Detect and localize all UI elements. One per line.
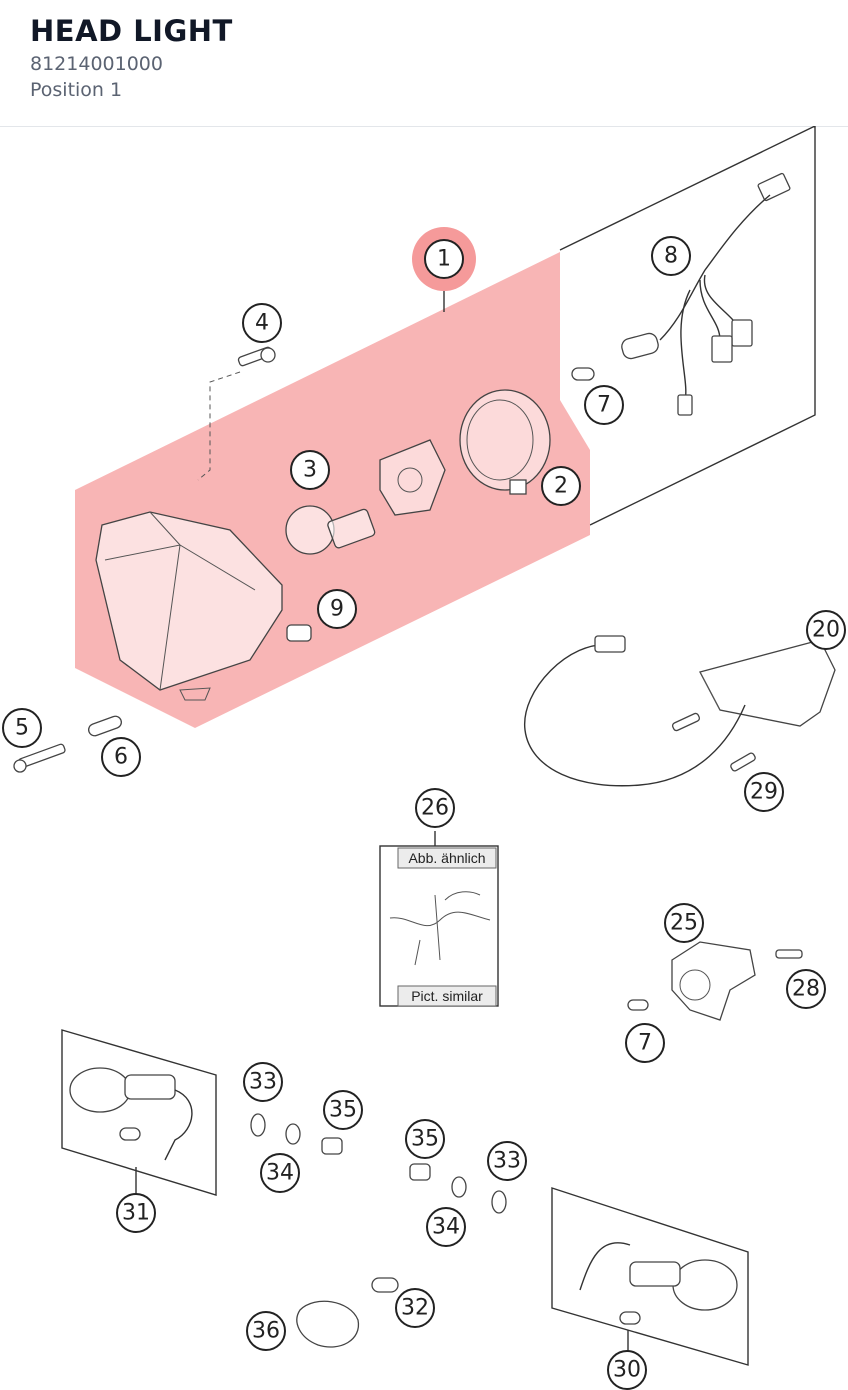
page-header: HEAD LIGHT 81214001000 Position 1: [0, 0, 848, 127]
svg-text:7: 7: [638, 1031, 652, 1056]
inset-label-bottom: Pict. similar: [411, 988, 483, 1004]
tail-light[interactable]: [524, 635, 836, 787]
svg-text:29: 29: [750, 780, 778, 805]
bulb-32[interactable]: [371, 1277, 399, 1293]
callout-33-right[interactable]: 33: [487, 1141, 527, 1181]
svg-text:8: 8: [664, 244, 678, 269]
svg-text:1: 1: [437, 247, 451, 272]
callout-25[interactable]: 25: [664, 903, 704, 943]
inset-label-top: Abb. ähnlich: [408, 850, 485, 866]
callout-7-top[interactable]: 7: [584, 385, 624, 425]
svg-text:30: 30: [613, 1358, 641, 1383]
parking-bulb[interactable]: [286, 624, 312, 642]
callout-32[interactable]: 32: [395, 1288, 435, 1328]
svg-text:6: 6: [114, 745, 128, 770]
bulb-holder[interactable]: [459, 389, 551, 495]
svg-text:36: 36: [252, 1319, 280, 1344]
callout-29[interactable]: 29: [744, 772, 784, 812]
svg-text:20: 20: [812, 618, 840, 643]
turn-signal-inset-31[interactable]: [61, 1029, 217, 1196]
svg-text:4: 4: [255, 311, 269, 336]
svg-text:32: 32: [401, 1296, 429, 1321]
callout-5[interactable]: 5: [2, 708, 42, 748]
lens-36[interactable]: [296, 1300, 360, 1348]
bushing-6[interactable]: [87, 715, 123, 738]
svg-text:9: 9: [330, 597, 344, 622]
svg-text:34: 34: [266, 1161, 294, 1186]
callout-34-right[interactable]: 34: [426, 1207, 466, 1247]
license-plate-light[interactable]: [627, 941, 803, 1021]
svg-text:5: 5: [15, 716, 29, 741]
callout-2[interactable]: 2: [541, 466, 581, 506]
leader-lines: [135, 288, 629, 1352]
svg-text:34: 34: [432, 1215, 460, 1240]
callout-28[interactable]: 28: [786, 969, 826, 1009]
position-label: Position 1: [30, 79, 123, 101]
callout-8[interactable]: 8: [651, 236, 691, 276]
assembly-frame: [559, 126, 816, 526]
screw-29[interactable]: [730, 752, 757, 772]
part-number: 81214001000: [30, 53, 163, 75]
callout-20[interactable]: 20: [806, 610, 846, 650]
svg-text:33: 33: [493, 1149, 521, 1174]
svg-text:28: 28: [792, 977, 820, 1002]
page-title: HEAD LIGHT: [30, 14, 233, 48]
wiring-harness[interactable]: [620, 172, 791, 416]
svg-text:33: 33: [249, 1070, 277, 1095]
callout-26[interactable]: 26: [415, 788, 455, 828]
callout-31[interactable]: 31: [116, 1193, 156, 1233]
callout-36[interactable]: 36: [246, 1311, 286, 1351]
svg-text:35: 35: [411, 1127, 439, 1152]
svg-text:31: 31: [122, 1201, 150, 1226]
bulb[interactable]: [285, 505, 376, 555]
screw-5[interactable]: [13, 743, 66, 773]
callout-4[interactable]: 4: [242, 303, 282, 343]
svg-text:26: 26: [421, 796, 449, 821]
washers-and-nuts[interactable]: [250, 1113, 507, 1214]
callout-30[interactable]: 30: [607, 1350, 647, 1390]
callout-35-right[interactable]: 35: [405, 1119, 445, 1159]
svg-text:25: 25: [670, 911, 698, 936]
callout-1[interactable]: 1: [412, 227, 476, 291]
bulb-7-top[interactable]: [571, 367, 595, 381]
turn-signal-inset-30[interactable]: [551, 1187, 749, 1366]
svg-text:35: 35: [329, 1098, 357, 1123]
callout-33-left[interactable]: 33: [243, 1062, 283, 1102]
callout-6[interactable]: 6: [101, 737, 141, 777]
callout-34-left[interactable]: 34: [260, 1153, 300, 1193]
callout-3[interactable]: 3: [290, 450, 330, 490]
wiring-inset-26: [379, 845, 499, 1007]
callout-35-left[interactable]: 35: [323, 1090, 363, 1130]
retaining-plate[interactable]: [379, 439, 446, 516]
svg-text:7: 7: [597, 393, 611, 418]
callout-7-bottom[interactable]: 7: [625, 1023, 665, 1063]
screw-4[interactable]: [197, 346, 276, 481]
svg-text:2: 2: [554, 474, 568, 499]
headlight-housing[interactable]: [95, 511, 283, 701]
svg-text:3: 3: [303, 458, 317, 483]
callout-9[interactable]: 9: [317, 589, 357, 629]
exploded-parts-diagram: Abb. ähnlich Pict. similar: [2, 126, 846, 1390]
